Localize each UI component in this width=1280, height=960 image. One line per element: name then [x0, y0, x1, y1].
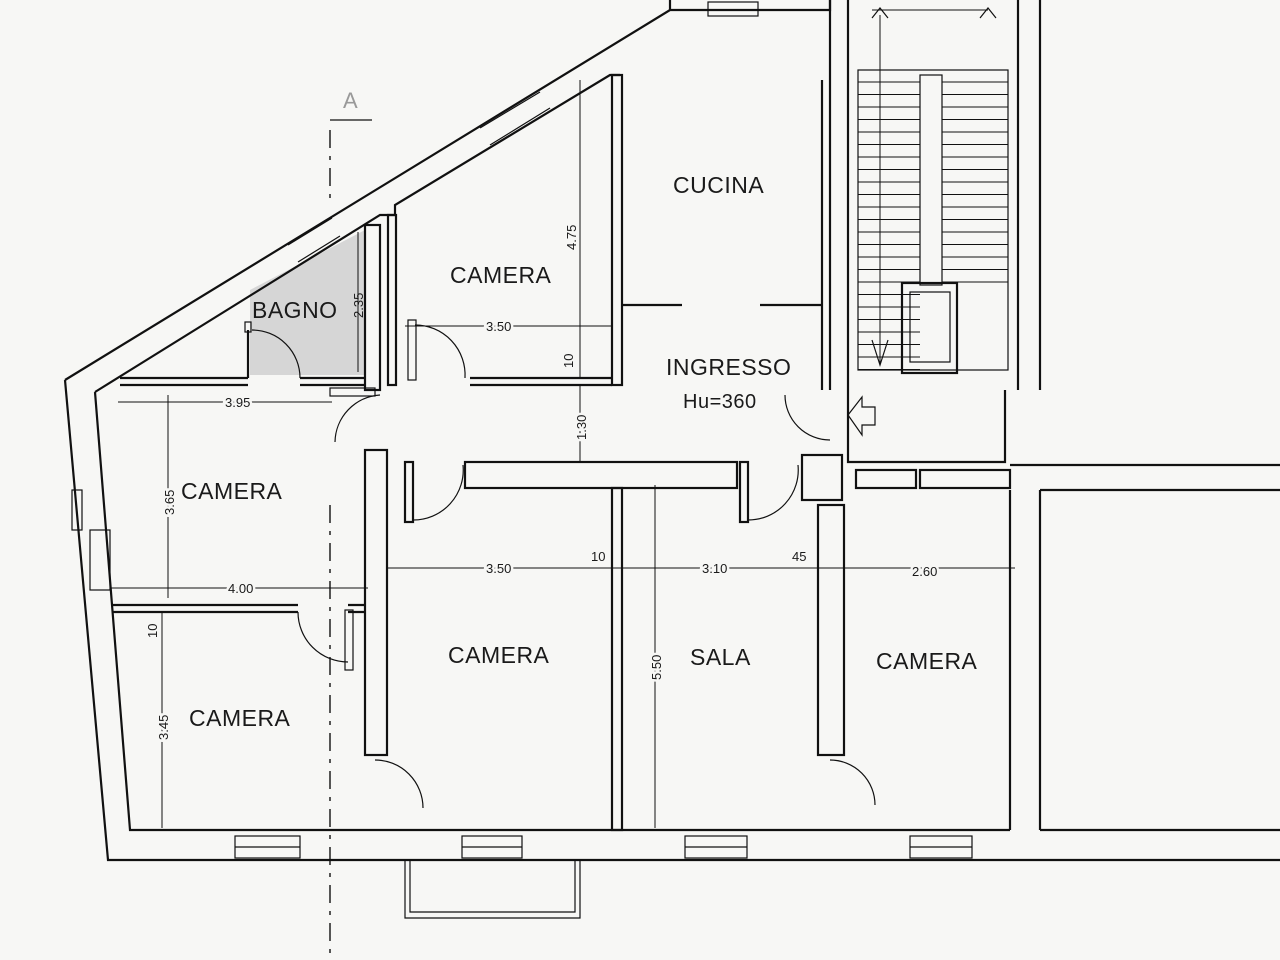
outer-walls	[63, 0, 1280, 862]
section-line	[329, 119, 372, 960]
windows	[71, 1, 973, 859]
dim-sala-width: 3.10	[702, 561, 727, 576]
dim-wall-10-left: 10	[145, 624, 160, 638]
dim-wall-10-top: 10	[561, 354, 576, 368]
dim-camera-left-width: 3.95	[225, 395, 250, 410]
dim-camera-middle-width: 3.50	[486, 561, 511, 576]
label-camera-bottom-left: CAMERA	[189, 705, 291, 731]
label-camera-right: CAMERA	[876, 648, 978, 674]
label-camera-left: CAMERA	[181, 478, 283, 504]
dim-wall-45: 45	[792, 549, 806, 564]
doors	[244, 319, 876, 809]
dim-camera-top-width: 3.50	[486, 319, 511, 334]
interior-walls	[112, 73, 1012, 919]
dim-camera-right-width: 2.60	[912, 564, 937, 579]
label-ingresso-height: Hu=360	[683, 391, 757, 413]
label-camera-top: CAMERA	[450, 262, 552, 288]
label-camera-middle: CAMERA	[448, 642, 550, 668]
dim-camera-bottom-left-height: 3.45	[156, 715, 171, 740]
dim-camera-bottom-left-width: 4.00	[228, 581, 253, 596]
entrance-arrow	[847, 395, 876, 437]
label-sala: SALA	[690, 644, 751, 670]
label-bagno: BAGNO	[252, 297, 338, 323]
dim-camera-left-height: 3.65	[162, 490, 177, 515]
dim-sala-height: 5.50	[649, 655, 664, 680]
dim-camera-top-height: 4.75	[564, 225, 579, 250]
label-section-marker: A	[343, 88, 358, 113]
stair-steps	[858, 81, 1008, 370]
label-cucina: CUCINA	[673, 172, 764, 198]
dimension-lines	[110, 80, 1015, 828]
dim-bagno-height: 2.35	[351, 293, 366, 318]
dim-wall-10-middle: 10	[591, 549, 605, 564]
label-ingresso: INGRESSO	[666, 354, 791, 380]
stair-arrow	[871, 7, 997, 367]
dim-corridor-width: 1.30	[574, 415, 589, 440]
